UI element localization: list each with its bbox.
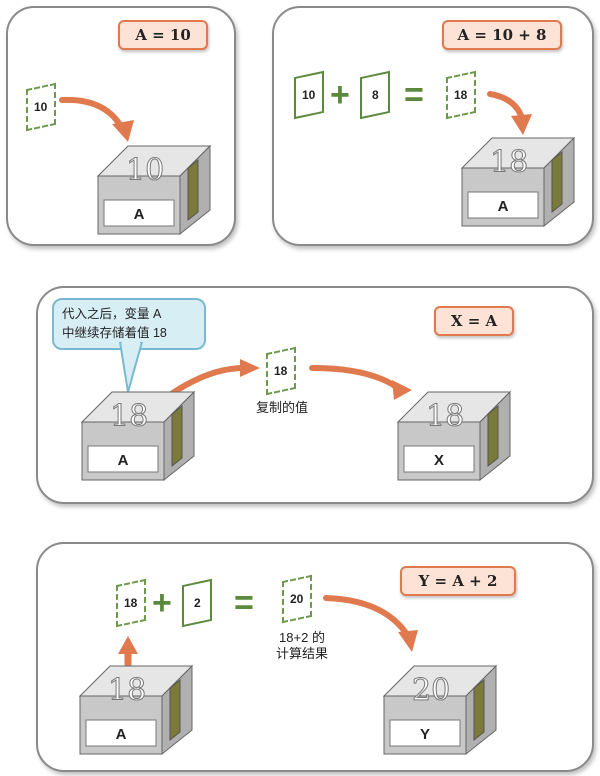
value-card-text: 8: [371, 88, 379, 102]
result-caption: 18+2 的 计算结果: [262, 630, 342, 662]
value-card-text: 10: [34, 100, 48, 115]
equals-sign: =: [234, 584, 254, 622]
speech-bubble: 代入之后，变量 A 中继续存储着值 18: [52, 298, 206, 350]
value-card-2: 2: [182, 578, 212, 628]
box-number: 10: [126, 153, 164, 188]
box-label: X: [434, 452, 444, 469]
formula-panel2: A = 10 + 8: [442, 20, 562, 50]
box-label: A: [134, 206, 145, 223]
box-label: Y: [420, 726, 430, 743]
box-label: A: [116, 726, 127, 743]
box-number: 18: [108, 673, 146, 708]
result-caption-line-1: 18+2 的: [279, 630, 325, 645]
value-card-panel1: 10: [26, 82, 56, 132]
variable-box-a-panel3: 18 A: [80, 390, 196, 482]
variable-box-a-panel2: 18 A: [460, 136, 576, 228]
value-card-text: 18: [454, 88, 468, 103]
copied-value-card: 18: [266, 346, 296, 396]
box-label: A: [118, 452, 129, 469]
value-card-text: 10: [302, 88, 316, 103]
box-label: A: [498, 198, 509, 215]
bubble-line-2: 中继续存储着值 18: [62, 326, 167, 340]
formula-panel3: X = A: [434, 306, 514, 336]
box-number: 18: [110, 399, 148, 434]
formula-panel1: A = 10: [118, 20, 208, 50]
value-card-8: 8: [360, 70, 390, 120]
value-card-text: 2: [193, 596, 201, 610]
formula-panel4: Y = A + 2: [400, 566, 516, 596]
variable-box-a-panel4: 18 A: [78, 664, 194, 756]
box-number: 20: [412, 673, 450, 708]
bubble-tail: [118, 342, 144, 393]
value-card-18: 18: [116, 578, 146, 628]
variable-box-a-panel1: 10 A: [96, 144, 212, 236]
value-card-10: 10: [294, 70, 324, 120]
copied-value-caption: 复制的值: [255, 400, 308, 415]
equals-sign: =: [404, 76, 424, 114]
variable-box-x-panel3: 18 X: [396, 390, 512, 482]
bubble-line-1: 代入之后，变量 A: [62, 307, 162, 321]
plus-sign: +: [330, 76, 350, 114]
box-number: 18: [426, 399, 464, 434]
value-card-text: 18: [274, 364, 288, 379]
value-card-text: 18: [124, 596, 138, 611]
variable-box-y-panel4: 20 Y: [382, 664, 498, 756]
result-caption-line-2: 计算结果: [275, 646, 328, 661]
result-card-18: 18: [446, 70, 476, 120]
plus-sign: +: [152, 584, 172, 622]
result-card-20: 20: [282, 574, 312, 624]
value-card-text: 20: [290, 592, 304, 607]
box-number: 18: [490, 145, 528, 180]
